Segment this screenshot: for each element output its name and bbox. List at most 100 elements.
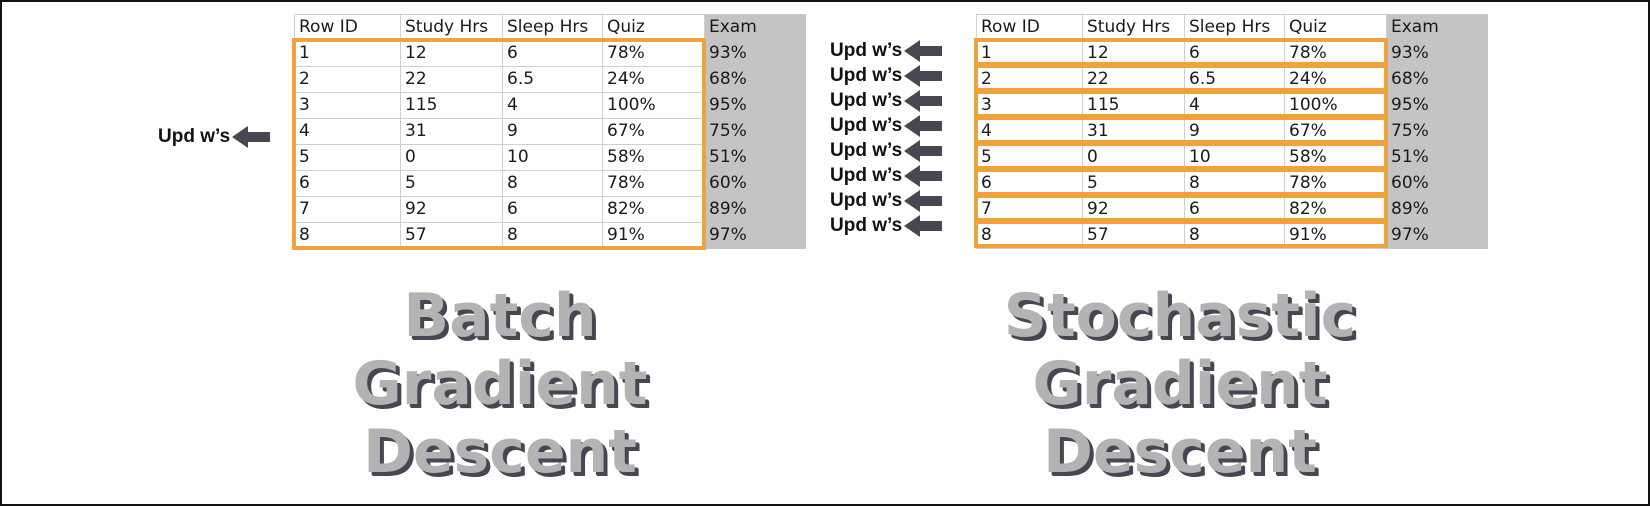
table-cell: 5	[294, 144, 401, 171]
column-header: Row ID	[294, 14, 401, 41]
update-weights-text: Upd w’s	[830, 190, 903, 211]
table-cell: 2	[976, 66, 1083, 93]
table-header-row: Row ID Study Hrs Sleep Hrs Quiz Exam	[976, 14, 1488, 41]
title-line: Gradient	[352, 349, 648, 419]
arrow-left-icon	[904, 165, 943, 187]
table-cell: 10	[502, 144, 603, 171]
table-cell: 78%	[602, 170, 705, 197]
table-cell: 5	[400, 170, 503, 197]
table-cell: 5	[1082, 170, 1185, 197]
table-cell: 8	[294, 222, 401, 249]
update-weights-text: Upd w’s	[830, 65, 903, 86]
table-cell: 22	[400, 66, 503, 93]
table-cell: 93%	[1386, 40, 1488, 67]
table-cell: 6	[976, 170, 1083, 197]
table-cell: 8	[976, 222, 1083, 249]
arrow-left-icon	[904, 140, 943, 162]
table-cell: 4	[294, 118, 401, 145]
table-cell: 91%	[1284, 222, 1387, 249]
update-weights-text: Upd w’s	[830, 115, 903, 136]
table-cell: 6.5	[1184, 66, 1285, 93]
table-cell: 67%	[1284, 118, 1387, 145]
table-cell: 78%	[1284, 40, 1387, 67]
table-cell: 91%	[602, 222, 705, 249]
arrow-left-icon	[232, 126, 271, 148]
table-cell: 4	[976, 118, 1083, 145]
table-cell: 51%	[704, 144, 806, 171]
table-cell: 3	[976, 92, 1083, 119]
table-cell: 12	[400, 40, 503, 67]
update-weights-text: Upd w’s	[830, 165, 903, 186]
title-line: Gradient	[1032, 349, 1328, 419]
column-header: Quiz	[602, 14, 705, 41]
row-update-label: Upd w’s	[830, 215, 944, 237]
table-cell: 2	[294, 66, 401, 93]
table-cell: 60%	[1386, 170, 1488, 197]
table-cell: 57	[400, 222, 503, 249]
table-cell: 31	[1082, 118, 1185, 145]
update-weights-text: Upd w’s	[830, 140, 903, 161]
table-cell: 9	[502, 118, 603, 145]
table-cell: 115	[1082, 92, 1185, 119]
column-header: Sleep Hrs	[1184, 14, 1285, 41]
table-cell: 24%	[1284, 66, 1387, 93]
column-header: Study Hrs	[1082, 14, 1185, 41]
table-cell: 6	[294, 170, 401, 197]
title-line: Batch	[403, 281, 597, 351]
update-weights-text: Upd w’s	[158, 126, 231, 147]
arrow-left-icon	[904, 90, 943, 112]
table-cell: 0	[1082, 144, 1185, 171]
batch-update-label: Upd w’s	[158, 126, 272, 148]
table-cell: 8	[502, 222, 603, 249]
table-cell: 95%	[1386, 92, 1488, 119]
table-cell: 95%	[704, 92, 806, 119]
table-cell: 5	[976, 144, 1083, 171]
column-header: Row ID	[976, 14, 1083, 41]
batch-title: Batch Gradient Descent	[294, 282, 706, 486]
table-cell: 0	[400, 144, 503, 171]
arrow-left-icon	[904, 65, 943, 87]
row-update-label: Upd w’s	[830, 190, 944, 212]
arrow-left-icon	[904, 40, 943, 62]
arrow-left-icon	[904, 115, 943, 137]
table-cell: 97%	[704, 222, 806, 249]
column-header: Quiz	[1284, 14, 1387, 41]
table-cell: 58%	[1284, 144, 1387, 171]
table-cell: 75%	[704, 118, 806, 145]
table-cell: 7	[976, 196, 1083, 223]
table-cell: 51%	[1386, 144, 1488, 171]
table-cell: 97%	[1386, 222, 1488, 249]
table-cell: 68%	[704, 66, 806, 93]
table-cell: 115	[400, 92, 503, 119]
table-cell: 8	[1184, 222, 1285, 249]
table-cell: 6	[1184, 196, 1285, 223]
table-cell: 68%	[1386, 66, 1488, 93]
row-update-label: Upd w’s	[830, 115, 944, 137]
table-cell: 78%	[1284, 170, 1387, 197]
table-cell: 4	[1184, 92, 1285, 119]
title-line: Descent	[1043, 417, 1317, 487]
table-cell: 93%	[704, 40, 806, 67]
table-cell: 31	[400, 118, 503, 145]
table-cell: 1	[294, 40, 401, 67]
table-cell: 8	[502, 170, 603, 197]
update-weights-text: Upd w’s	[830, 90, 903, 111]
table-cell: 100%	[602, 92, 705, 119]
table-cell: 89%	[1386, 196, 1488, 223]
row-update-label: Upd w’s	[830, 65, 944, 87]
title-line: Stochastic	[1003, 281, 1357, 351]
table-cell: 12	[1082, 40, 1185, 67]
